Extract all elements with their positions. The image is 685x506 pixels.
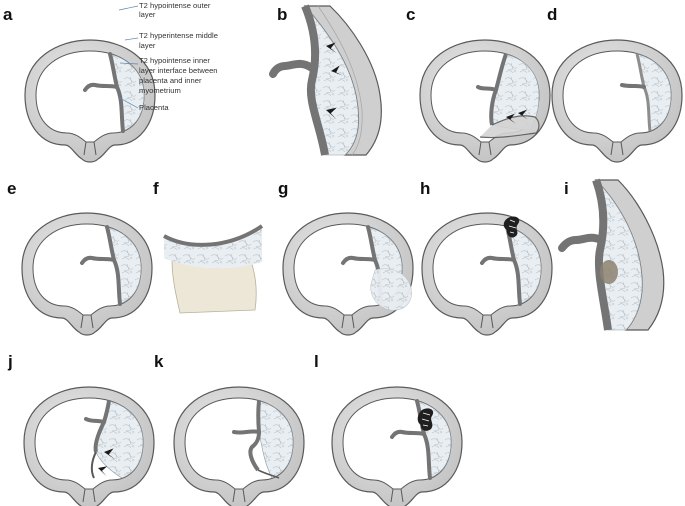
- leader-placenta: [117, 96, 139, 109]
- uterus-diagram-l: [331, 386, 463, 506]
- panel-label-b: b: [277, 5, 287, 24]
- panel-i: i: [558, 178, 665, 331]
- tissue-section-f: [163, 224, 264, 314]
- panel-l: l: [314, 352, 463, 506]
- panel-label-g: g: [278, 179, 288, 198]
- panel-a: a T2 hypointense outer layer T2 hyperint…: [3, 1, 220, 163]
- panel-f: f: [153, 179, 264, 314]
- annotation-placenta: Placenta: [139, 103, 169, 112]
- panel-j: j: [7, 352, 155, 506]
- panel-e: e: [7, 179, 153, 336]
- panel-label-h: h: [420, 179, 430, 198]
- uterus-diagram-h: [421, 212, 553, 336]
- panel-label-d: d: [547, 5, 557, 24]
- panel-label-k: k: [154, 352, 164, 371]
- uterus-diagram-c: [419, 39, 551, 163]
- uterus-diagram-a: [24, 39, 156, 163]
- panel-label-j: j: [7, 352, 13, 371]
- annotation-middle-layer: T2 hyperintense middle layer: [139, 31, 220, 50]
- panel-label-e: e: [7, 179, 16, 198]
- uterus-diagram-k: [173, 386, 305, 506]
- annotation-outer-layer: T2 hypointense outer layer: [139, 1, 212, 19]
- wall-closeup-b: [269, 4, 382, 156]
- wall-closeup-i: [558, 178, 665, 331]
- uterus-diagram-j: [23, 386, 155, 506]
- leader-inner-layer: [119, 62, 139, 65]
- panel-c: c: [406, 5, 551, 163]
- leader-middle-layer: [124, 37, 139, 41]
- panel-label-a: a: [3, 5, 13, 24]
- panel-label-c: c: [406, 5, 415, 24]
- annotation-inner-layer: T2 hypointense inner layer interface bet…: [139, 56, 220, 95]
- panel-b: b: [269, 4, 382, 156]
- panel-g: g: [278, 179, 414, 336]
- panel-h: h: [420, 179, 553, 336]
- panel-k: k: [154, 352, 305, 506]
- leader-outer-layer: [118, 5, 139, 11]
- panel-d: d: [547, 5, 683, 163]
- uterus-diagram-d: [551, 39, 683, 163]
- uterus-diagram-e: [21, 212, 153, 336]
- uterus-diagram-g: [282, 212, 414, 336]
- panel-label-f: f: [153, 179, 159, 198]
- nodule-i: [600, 260, 618, 284]
- panel-label-i: i: [564, 179, 569, 198]
- panel-label-l: l: [314, 352, 319, 371]
